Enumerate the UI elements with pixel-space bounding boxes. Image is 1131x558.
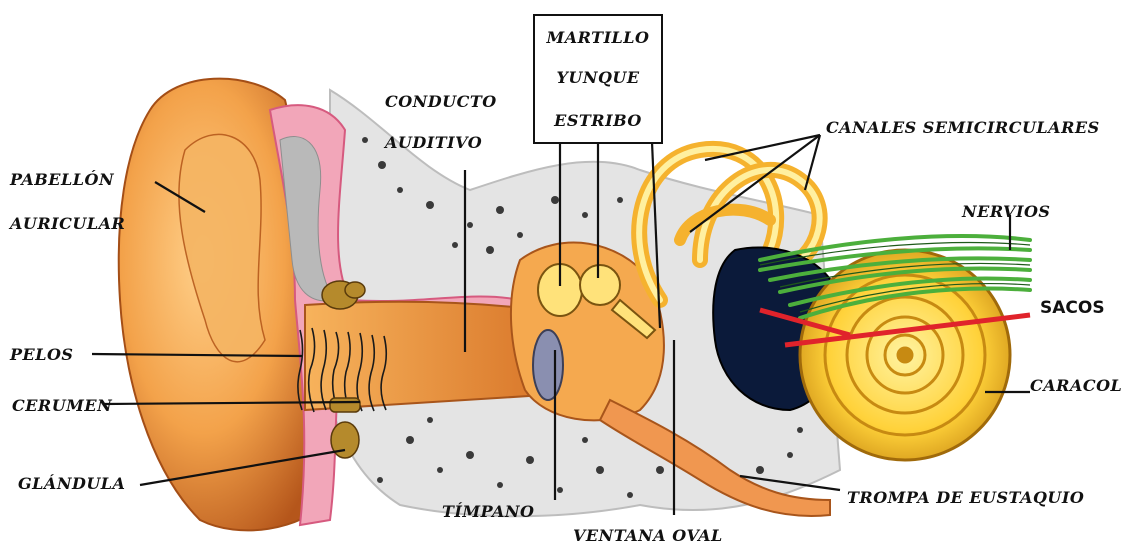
label-conducto-line1: CONDUCTO [385,92,497,111]
label-martillo: MARTILLO [535,28,661,47]
label-pelos: PELOS [10,345,73,364]
label-timpano: TÍMPANO [442,502,534,521]
label-cerumen: CERUMEN [12,396,112,415]
incus [580,265,620,305]
label-conducto-line2: AUDITIVO [385,133,482,152]
tympanic-membrane [533,330,563,400]
label-estribo: ESTRIBO [535,111,661,130]
label-sacos: SACOS [1040,298,1105,318]
label-pabellon-line1: PABELLÓN [10,170,114,189]
label-caracol: CARACOL [1030,376,1122,395]
label-trompa: TROMPA DE EUSTAQUIO [847,488,1084,507]
label-glandula: GLÁNDULA [18,474,125,493]
ear-canal [305,302,545,410]
ossicles-label-box: MARTILLO YUNQUE ESTRIBO [533,14,663,144]
label-yunque: YUNQUE [535,68,661,87]
label-ventana: VENTANA OVAL [573,526,723,545]
label-pabellon-line2: AURICULAR [10,214,125,233]
label-canales: CANALES SEMICIRCULARES [826,118,1100,137]
label-nervios: NERVIOS [962,202,1050,221]
